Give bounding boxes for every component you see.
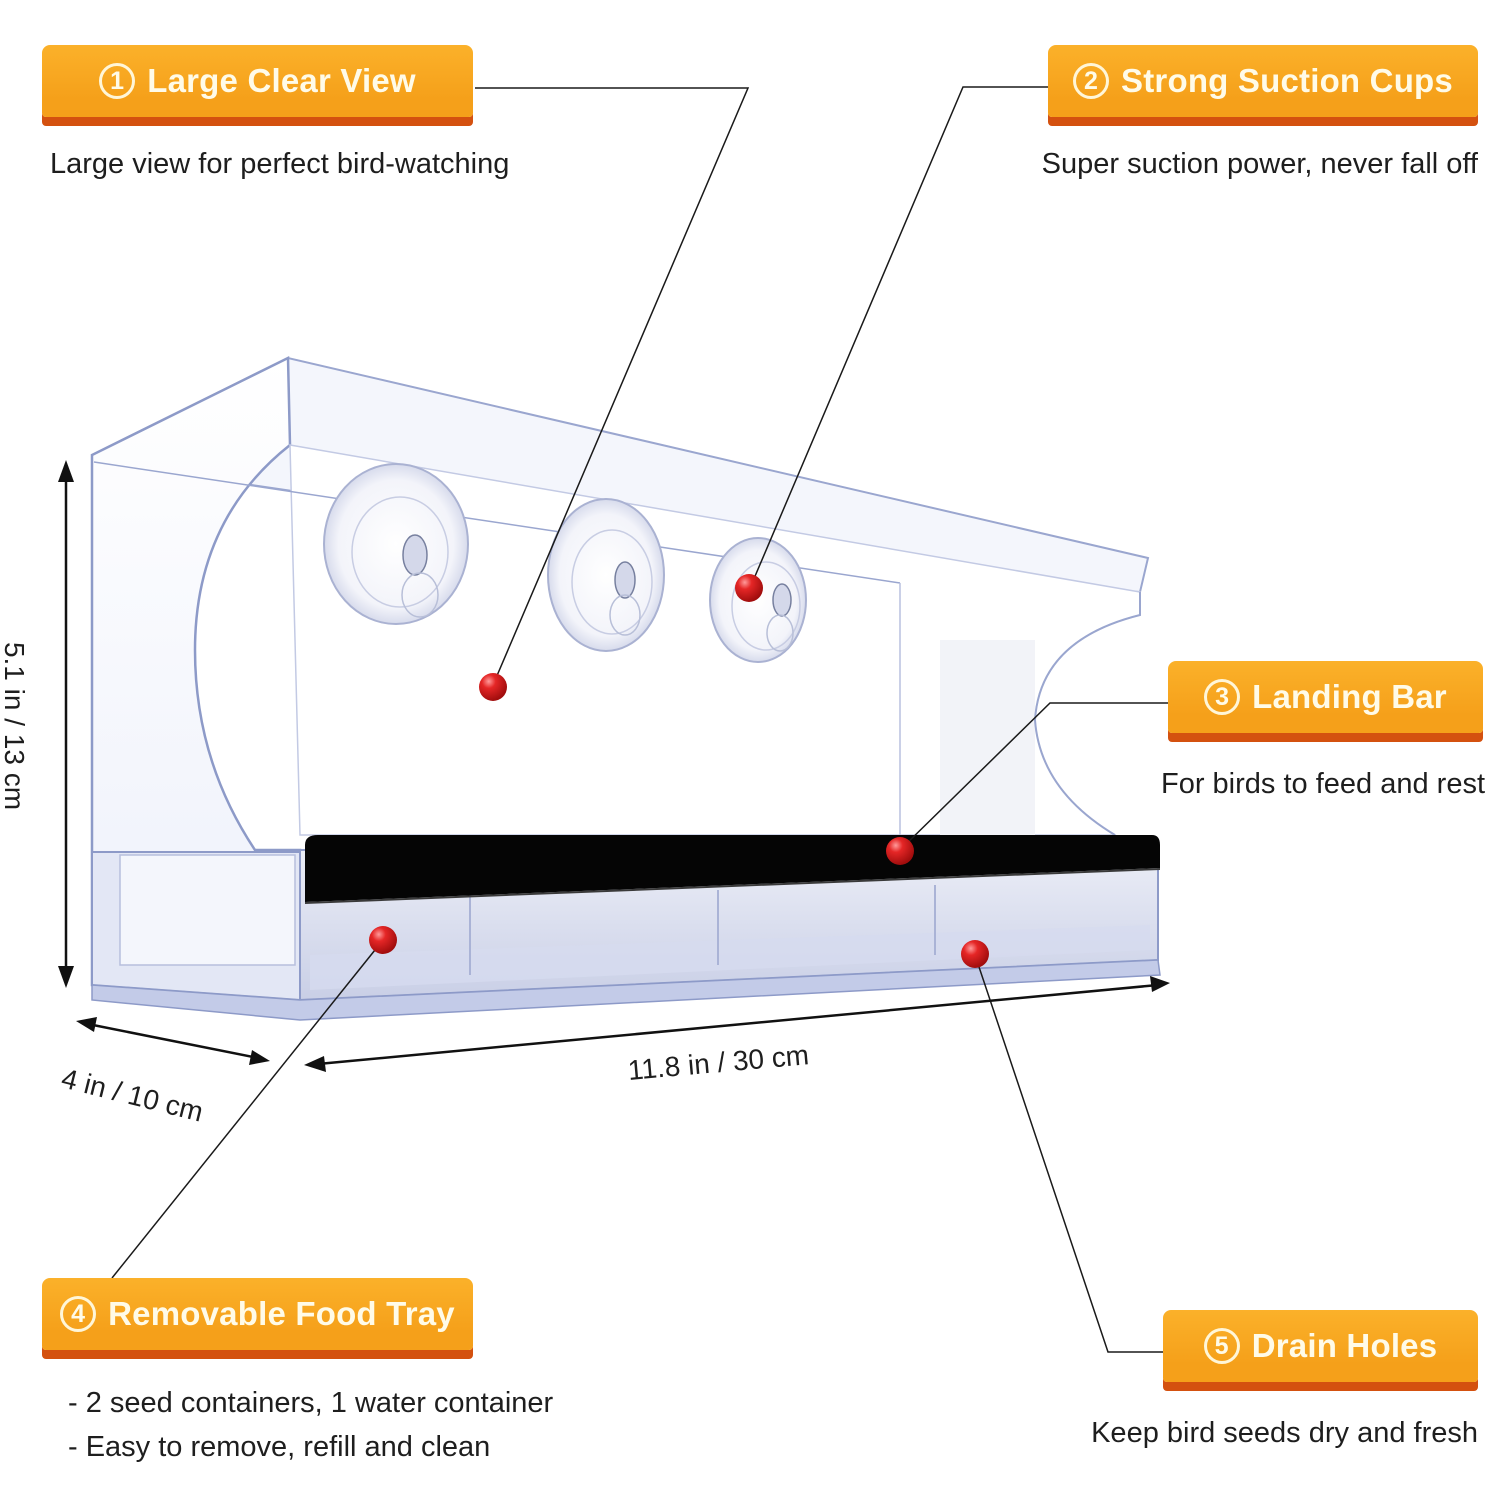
feature-badge-large-clear-view: 1 Large Clear View [42,45,473,117]
marker-suction-cups[interactable] [735,574,763,602]
feature-markers [369,574,989,968]
leader-line-food-tray [111,939,384,1279]
number-circle-icon: 1 [99,63,136,99]
leader-line-suction-cups [749,86,1048,589]
feature-description: For birds to feed and rest [1161,768,1485,800]
marker-landing-bar[interactable] [886,837,914,865]
depth-arrow [87,1022,259,1060]
feature-description: - 2 seed containers, 1 water container [68,1387,554,1419]
feature-title: Removable Food Tray [108,1295,455,1332]
leader-lines [111,86,1168,1353]
marker-large-clear-view[interactable] [479,673,507,701]
feature-description: Keep bird seeds dry and fresh [1091,1417,1478,1449]
width-arrow [317,983,1159,1066]
feature-badge-drain-holes: 5 Drain Holes [1163,1310,1478,1382]
feature-badge-landing-bar: 3 Landing Bar [1168,661,1483,733]
landing-bar[interactable] [305,835,1160,902]
feature-title: Landing Bar [1252,678,1447,715]
marker-drain-holes[interactable] [961,940,989,968]
feature-title: Drain Holes [1251,1327,1438,1364]
leader-line-landing-bar [899,702,1168,851]
number-circle-icon: 2 [1073,63,1110,99]
number-circle-icon: 4 [60,1296,97,1332]
number-circle-icon: 5 [1203,1328,1240,1364]
feature-badge-suction-cups: 2 Strong Suction Cups [1048,45,1478,117]
marker-food-tray[interactable] [369,926,397,954]
dimension-arrows [58,460,1170,1072]
feeder-body [90,356,1161,1021]
feature-description: - Easy to remove, refill and clean [68,1431,491,1463]
feature-title: Large Clear View [147,62,416,99]
feature-title: Strong Suction Cups [1121,62,1453,99]
dimension-height-label: 5.1 in / 13 cm [0,641,31,811]
feature-description: Large view for perfect bird-watching [50,148,510,180]
suction-cup [323,463,469,625]
feeder-left-wall [90,356,302,987]
suction-cup [709,537,807,663]
leader-line-drain-holes [974,954,1163,1353]
feature-description: Super suction power, never fall off [1041,148,1478,180]
number-circle-icon: 3 [1204,679,1241,715]
leader-line-large-clear-view [475,87,750,686]
suction-cup [547,498,665,652]
feature-badge-food-tray: 4 Removable Food Tray [42,1278,473,1350]
